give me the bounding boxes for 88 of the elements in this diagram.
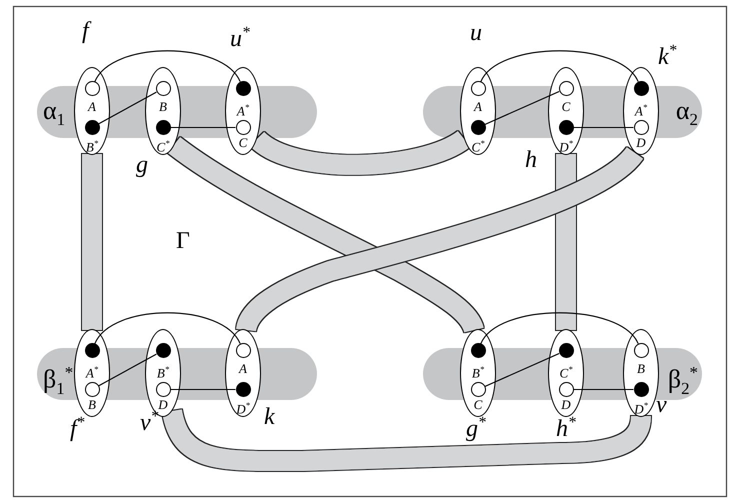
- open-circle: [634, 343, 648, 358]
- letter-label: C$^{*}$: [470, 137, 486, 154]
- connector-line: [98, 354, 157, 386]
- filled-dot: [470, 343, 486, 358]
- ellipse: [460, 329, 496, 417]
- ellipse-label: u$^{*}$: [230, 23, 250, 52]
- ellipse: [225, 67, 261, 155]
- connector-line: [574, 126, 634, 128]
- letter-label: B$^{*}$: [156, 363, 170, 380]
- ellipse: [460, 67, 496, 155]
- letter-label: D: [158, 398, 169, 412]
- letter-label: C$^{*}$: [156, 137, 170, 154]
- tube: [556, 154, 576, 330]
- letter-label: C$^{*}$: [558, 363, 574, 380]
- region-label: Γ: [176, 228, 190, 254]
- filled-dot: [156, 120, 170, 135]
- connector-line: [484, 91, 560, 125]
- letter-label: B: [158, 100, 168, 114]
- letter-label: D$^{*}$: [633, 399, 649, 416]
- connector-line: [170, 388, 236, 390]
- open-circle: [84, 81, 100, 96]
- filled-dot: [236, 81, 250, 96]
- letter-label: A$^{*}$: [633, 101, 648, 118]
- letter-label: C: [238, 136, 248, 150]
- open-circle: [236, 343, 250, 358]
- band-label: α$_{1}$: [43, 96, 66, 132]
- connector-line: [480, 312, 639, 344]
- filled-dot: [84, 343, 100, 358]
- filled-dot: [558, 343, 574, 358]
- ellipse-label: u: [470, 20, 482, 46]
- ellipse-label: g$^{*}$: [466, 413, 486, 442]
- tube: [250, 130, 470, 175]
- filled-dot: [236, 382, 250, 397]
- tube: [236, 146, 642, 332]
- connector-line: [98, 92, 157, 124]
- letter-label: B: [636, 362, 646, 376]
- filled-dot: [558, 120, 574, 135]
- letter-label: A: [86, 100, 97, 114]
- ellipse-label: k$^{*}$: [658, 41, 676, 70]
- ellipse: [548, 67, 584, 155]
- ellipse-label: h: [525, 147, 537, 173]
- letter-label: C: [560, 100, 572, 114]
- connector-line: [94, 50, 241, 82]
- letter-label: D$^{*}$: [558, 137, 574, 154]
- filled-dot: [634, 382, 648, 397]
- letter-label: B$^{*}$: [470, 363, 486, 380]
- connector-line: [574, 388, 634, 390]
- band-label: α$_{2}$: [676, 96, 698, 132]
- letter-label: A: [472, 100, 483, 114]
- letter-label: A$^{*}$: [84, 363, 100, 380]
- ellipse: [74, 329, 110, 417]
- open-circle: [470, 81, 486, 96]
- open-circle: [470, 382, 486, 397]
- open-circle: [156, 81, 170, 96]
- filled-dot: [634, 81, 648, 96]
- letter-label: D: [635, 136, 647, 150]
- filled-dot: [156, 343, 170, 358]
- connector-line: [94, 312, 241, 344]
- open-circle: [84, 382, 100, 397]
- ellipse-label: v: [656, 392, 667, 418]
- ellipse: [623, 67, 659, 155]
- ellipse: [548, 329, 584, 417]
- filled-dot: [470, 120, 486, 135]
- open-circle: [634, 120, 648, 135]
- letter-label: D: [560, 398, 572, 412]
- tube: [168, 136, 484, 334]
- filled-dot: [84, 120, 100, 135]
- letter-label: A: [237, 362, 248, 376]
- open-circle: [558, 81, 574, 96]
- open-circle: [558, 382, 574, 397]
- letter-label: B$^{*}$: [84, 137, 100, 154]
- connector-line: [170, 126, 236, 128]
- open-circle: [236, 120, 250, 135]
- letter-label: A$^{*}$: [235, 101, 250, 118]
- ellipse-label: h$^{*}$: [556, 413, 576, 442]
- connector-line: [484, 353, 560, 387]
- letter-label: D$^{*}$: [235, 399, 251, 416]
- connector-line: [480, 50, 639, 82]
- ellipse: [74, 67, 110, 155]
- ellipse: [225, 329, 261, 417]
- ellipse-label: f: [82, 18, 89, 44]
- tube: [82, 154, 102, 330]
- ellipse-label: k: [264, 404, 275, 430]
- ellipse-label: g: [136, 152, 148, 178]
- letter-label: B: [87, 398, 97, 412]
- open-circle: [156, 382, 170, 397]
- ellipse: [145, 67, 181, 155]
- letter-label: C: [472, 398, 484, 412]
